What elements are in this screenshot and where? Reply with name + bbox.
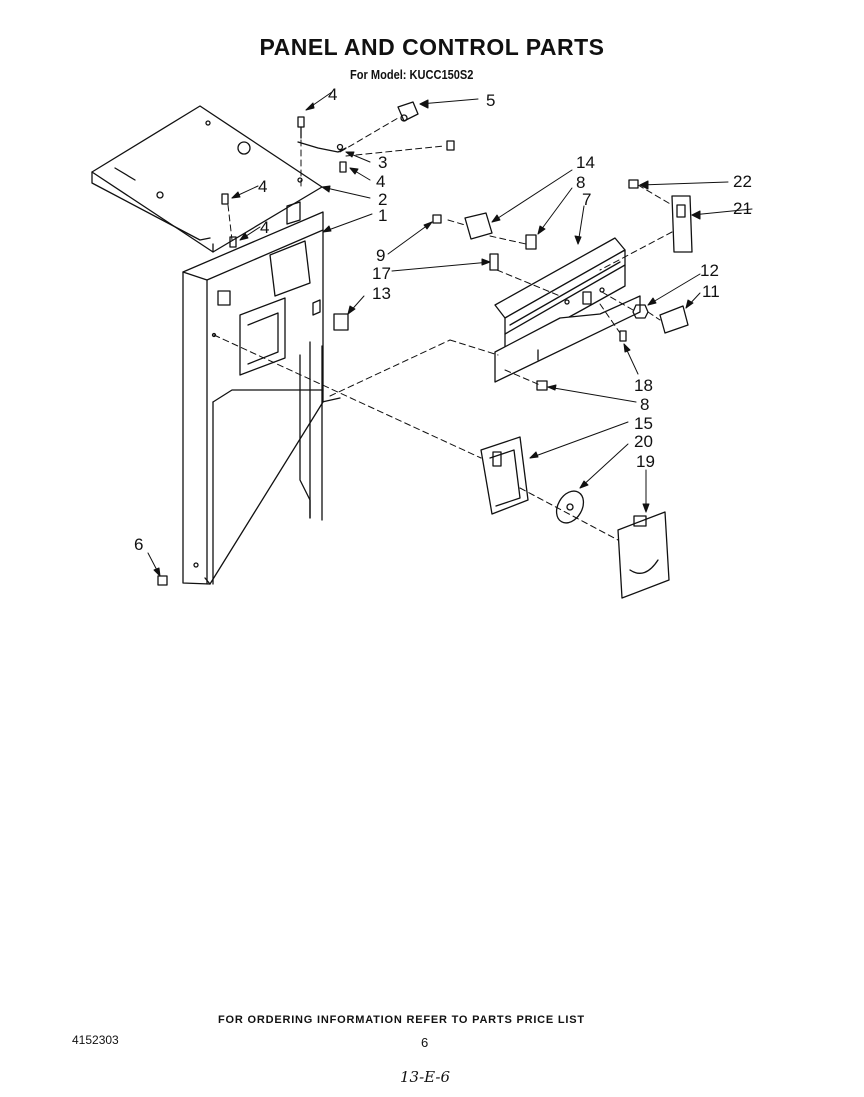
callout-6: 6	[134, 535, 143, 554]
callout-19: 19	[636, 452, 655, 471]
callout-17: 17	[372, 264, 391, 283]
callout-22: 22	[733, 172, 752, 191]
callout-1: 1	[378, 206, 387, 225]
callout-15: 15	[634, 414, 653, 433]
assembly-lines	[213, 117, 673, 541]
callout-13: 13	[372, 284, 391, 303]
callout-3: 3	[378, 153, 387, 172]
callout-4: 4	[376, 172, 385, 191]
main-cabinet-panel	[182, 201, 341, 585]
callout-10: 8	[576, 173, 585, 192]
callout-4: 4	[328, 85, 337, 104]
callout-4: 4	[260, 218, 269, 237]
callout-11: 11	[702, 282, 720, 301]
callout-9: 9	[376, 246, 385, 265]
callout-5: 5	[486, 91, 495, 110]
callout-4: 4	[258, 177, 267, 196]
callout-12: 12	[700, 261, 719, 280]
control-assembly	[480, 436, 670, 599]
model-subtitle: For Model: KUCC150S2	[350, 67, 474, 82]
callout-20: 20	[634, 432, 653, 451]
callout-14: 14	[576, 153, 595, 172]
callout-18: 18	[634, 376, 653, 395]
control-bracket	[494, 237, 641, 383]
ordering-information-note: FOR ORDERING INFORMATION REFER TO PARTS …	[218, 1014, 585, 1026]
page-title: PANEL AND CONTROL PARTS	[259, 34, 605, 60]
callout-7: 7	[582, 190, 591, 209]
hardware-parts	[157, 101, 693, 586]
handwritten-note: 13-E-6	[400, 1068, 450, 1086]
callout-labels: 4 5 3 4 2 1 4 4 14 8 7 9 17 13 22 21 12 …	[134, 85, 752, 554]
page-number: 6	[421, 1035, 429, 1050]
callout-8: 8	[640, 395, 649, 414]
callout-2: 2	[378, 190, 387, 209]
callout-21: 21	[733, 199, 752, 218]
document-part-code: 4152303	[72, 1033, 119, 1047]
leader-lines	[147, 91, 753, 577]
